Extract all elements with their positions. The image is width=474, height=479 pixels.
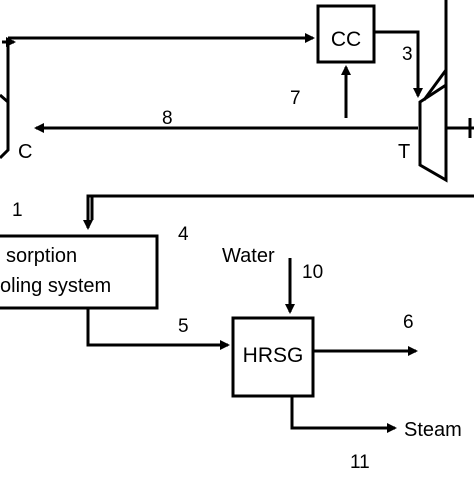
- stream-line-5: [86, 308, 230, 350]
- stream-line-exhaust-1: [83, 194, 474, 230]
- stream-label-8: 8: [162, 108, 173, 129]
- stream-label-7: 7: [290, 88, 301, 109]
- absorption-label-line1: sorption: [6, 245, 77, 267]
- compressor-label: C: [18, 141, 32, 163]
- stream-label-10: 10: [302, 262, 323, 283]
- absorption-label-line2: oling system: [0, 275, 111, 297]
- stream-label-6: 6: [403, 312, 414, 333]
- absorption-block: [0, 234, 159, 310]
- cc-label: CC: [331, 28, 361, 51]
- hrsg-block: [231, 316, 315, 398]
- stream-line-right-diag: [422, 69, 448, 101]
- stream-label-5: 5: [178, 316, 189, 337]
- stream-label-4: 4: [178, 224, 189, 245]
- stream-label-11: 11: [350, 452, 370, 473]
- stream-label-1: 1: [12, 200, 23, 221]
- water-label: Water: [222, 245, 275, 267]
- cc-block: [316, 4, 376, 64]
- turbine-label: T: [398, 141, 410, 163]
- steam-stream-line: [290, 396, 397, 433]
- hrsg-label: HRSG: [243, 344, 304, 367]
- compressor-shape: [0, 93, 10, 160]
- turbine-shape: [418, 82, 448, 183]
- stream-label-3: 3: [402, 44, 413, 65]
- steam-label: Steam: [404, 419, 462, 441]
- stream-line-cc-to-turbine: [374, 30, 423, 98]
